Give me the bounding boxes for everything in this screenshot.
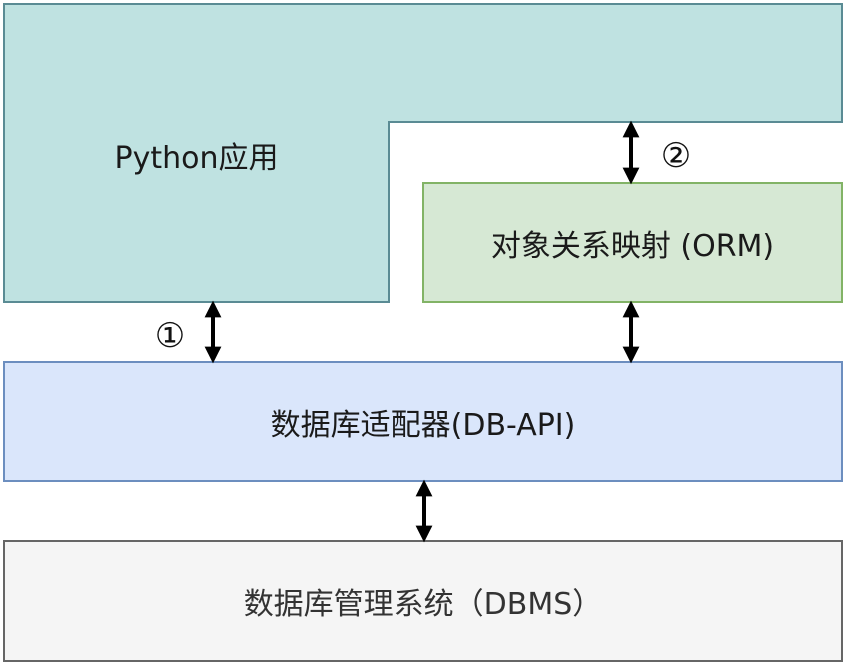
dbms-block [3, 540, 843, 662]
python-app-block [3, 3, 843, 303]
dbms-label: 数据库管理系统（DBMS） [243, 587, 603, 622]
orm-block [422, 182, 843, 303]
orm-label: 对象关系映射 (ORM) [490, 229, 775, 264]
marker-one: ① [154, 316, 186, 356]
db-api-block [3, 361, 843, 482]
db-api-label: 数据库适配器(DB-API) [270, 408, 576, 443]
marker-two: ② [660, 136, 692, 176]
python-app-label: Python应用 [114, 141, 279, 176]
